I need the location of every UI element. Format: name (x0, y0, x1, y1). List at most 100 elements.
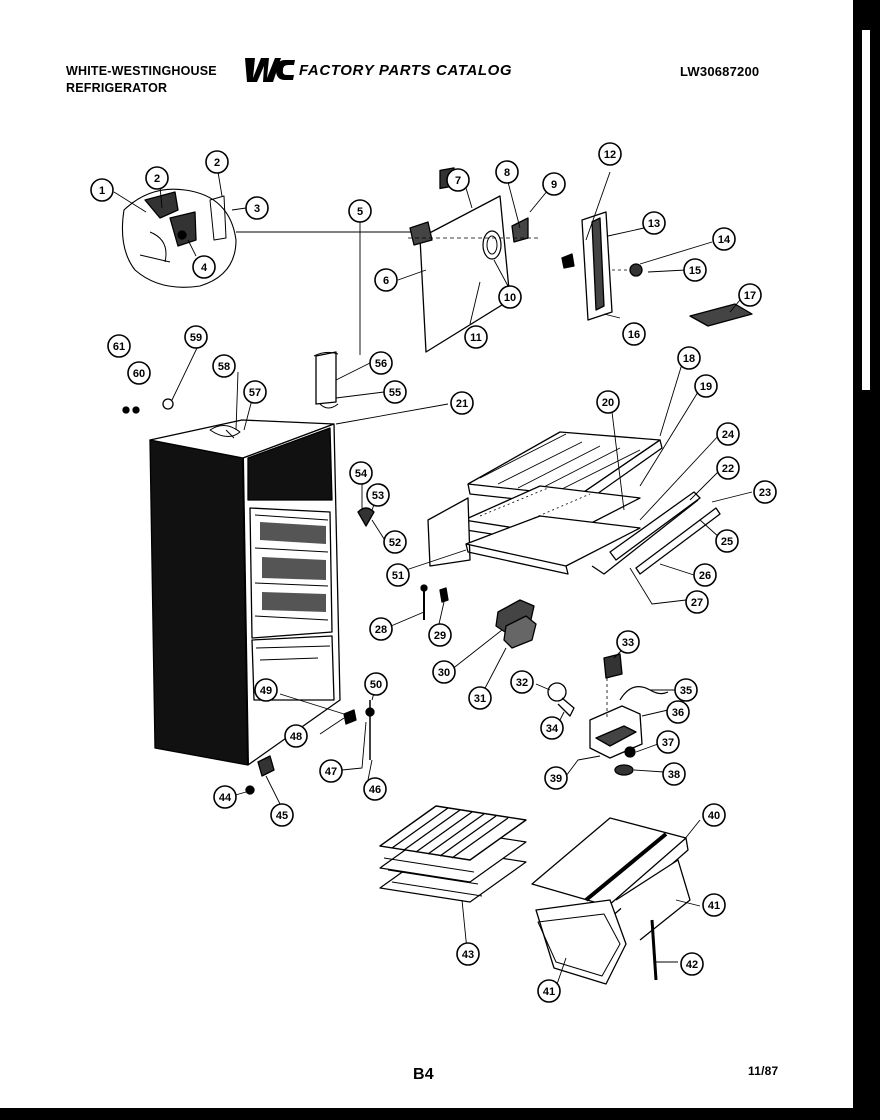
callout-circle (205, 150, 229, 174)
part-callout-23: 23 (753, 480, 777, 504)
callout-circle (656, 730, 680, 754)
callout-number: 37 (662, 737, 674, 749)
callout-number: 58 (218, 361, 230, 373)
callout-number: 48 (290, 731, 302, 743)
part-callout-59: 59 (184, 325, 208, 349)
part-callout-55: 55 (383, 380, 407, 404)
part-callout-34: 34 (540, 716, 564, 740)
freezer-tray-assembly (427, 431, 721, 575)
callout-number: 41 (543, 986, 555, 998)
part-callout-18: 18 (677, 346, 701, 370)
callout-number: 51 (392, 570, 404, 582)
callout-number: 32 (516, 677, 528, 689)
callout-layer: 1223456789101112131415161718192021222324… (90, 142, 777, 1003)
callout-number: 23 (759, 487, 771, 499)
wire-shelves (379, 805, 527, 903)
callout-circle (540, 716, 564, 740)
callout-circle (716, 456, 740, 480)
callout-circle (213, 785, 237, 809)
part-callout-4: 4 (192, 255, 216, 279)
callout-circle (363, 777, 387, 801)
part-callout-5: 5 (348, 199, 372, 223)
callout-number: 41 (708, 900, 720, 912)
callout-circle (284, 724, 308, 748)
callout-number: 52 (389, 537, 401, 549)
callout-circle (468, 686, 492, 710)
callout-number: 13 (648, 218, 660, 230)
callout-circle (596, 390, 620, 414)
part-callout-8: 8 (495, 160, 519, 184)
callout-number: 15 (689, 265, 701, 277)
part-callout-14: 14 (712, 227, 736, 251)
callout-number: 25 (721, 536, 733, 548)
page-date: 11/87 (748, 1064, 779, 1078)
callout-number: 26 (699, 570, 711, 582)
callout-number: 20 (602, 397, 614, 409)
part-callout-2: 2 (145, 166, 169, 190)
scan-edge-gap (862, 30, 870, 390)
callout-circle (753, 480, 777, 504)
callout-circle (715, 529, 739, 553)
callout-number: 43 (462, 949, 474, 961)
part-callout-6: 6 (374, 268, 398, 292)
part-callout-30: 30 (432, 660, 456, 684)
callout-number: 38 (668, 769, 680, 781)
callout-number: 54 (355, 468, 368, 480)
callout-number: 24 (722, 429, 735, 441)
part-callout-13: 13 (642, 211, 666, 235)
callout-circle (432, 660, 456, 684)
part-callout-44: 44 (213, 785, 237, 809)
brand-name: WHITE-WESTINGHOUSE (66, 64, 217, 78)
part-callout-7: 7 (446, 168, 470, 192)
part-callout-25: 25 (715, 529, 739, 553)
part-callout-9: 9 (542, 172, 566, 196)
part-callout-16: 16 (622, 322, 646, 346)
part-callout-11: 11 (464, 325, 488, 349)
callout-circle (369, 351, 393, 375)
page-code: B4 (413, 1066, 434, 1083)
callout-circle (446, 168, 470, 192)
part-callout-52: 52 (383, 530, 407, 554)
callout-circle (456, 942, 480, 966)
control-panel (408, 167, 540, 353)
part-callout-27: 27 (685, 590, 709, 614)
callout-number: 61 (113, 341, 125, 353)
part-callout-51: 51 (386, 563, 410, 587)
catalog-title: FACTORY PARTS CATALOG (299, 62, 513, 79)
callout-circle (450, 391, 474, 415)
callout-number: 3 (254, 203, 260, 215)
callout-circle (662, 762, 686, 786)
callout-number: 34 (546, 723, 559, 735)
callout-circle (693, 563, 717, 587)
callout-number: 30 (438, 667, 450, 679)
callout-number: 56 (375, 358, 387, 370)
part-callout-60: 60 (127, 361, 151, 385)
callout-circle (127, 361, 151, 385)
callout-number: 19 (700, 381, 712, 393)
callout-circle (616, 630, 640, 654)
part-callout-48: 48 (284, 724, 308, 748)
callout-circle (680, 952, 704, 976)
part-callout-15: 15 (683, 258, 707, 282)
callout-circle (685, 590, 709, 614)
callout-number: 31 (474, 693, 486, 705)
wci-logo-icon (245, 58, 295, 82)
callout-circle (683, 258, 707, 282)
callout-circle (107, 334, 131, 358)
callout-circle (245, 196, 269, 220)
callout-circle (348, 199, 372, 223)
callout-circle (694, 374, 718, 398)
part-callout-58: 58 (212, 354, 236, 378)
callout-number: 36 (672, 707, 684, 719)
callout-circle (712, 227, 736, 251)
callout-circle (464, 325, 488, 349)
callout-number: 33 (622, 637, 634, 649)
callout-circle (716, 422, 740, 446)
callout-circle (364, 672, 388, 696)
callout-number: 39 (550, 773, 562, 785)
callout-number: 9 (551, 179, 557, 191)
callout-number: 53 (372, 490, 384, 502)
part-callout-46: 46 (363, 777, 387, 801)
